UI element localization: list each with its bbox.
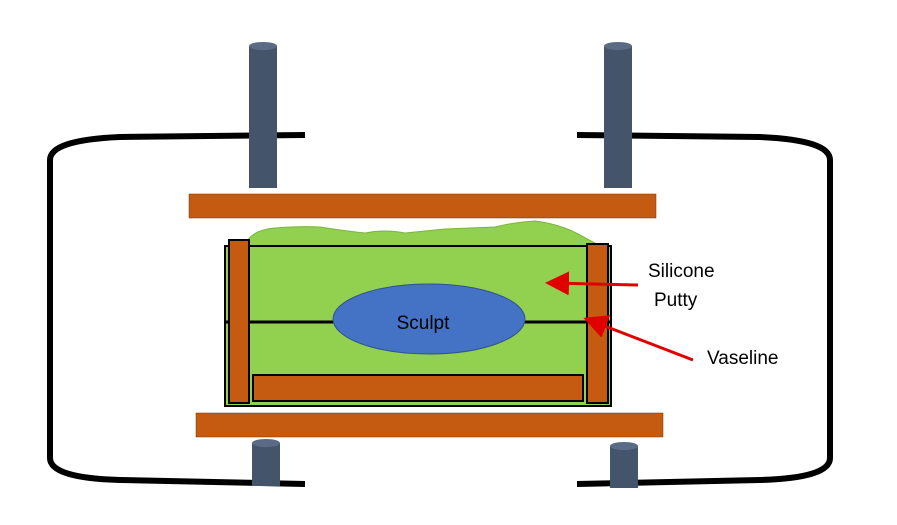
- rod-top-left: [249, 42, 277, 188]
- clamp-frame-right: [576, 132, 833, 487]
- sculpt-label: Sculpt: [397, 313, 451, 334]
- silicone-label-line1: Silicone: [648, 261, 715, 282]
- mold-wall-left: [228, 239, 250, 404]
- bottom-board: [195, 412, 664, 438]
- rod-top-right: [604, 42, 632, 188]
- top-board: [188, 193, 657, 219]
- silicone-overflow: [244, 220, 601, 247]
- vaseline-label: Vaseline: [707, 348, 778, 369]
- clamp-rods: [249, 42, 638, 488]
- clamp-frame: [47, 132, 833, 487]
- silicone-arrow: [545, 271, 639, 296]
- vaseline-arrow: [583, 315, 694, 362]
- sculpt-shape: [332, 283, 526, 355]
- silicone-label-line2: Putty: [654, 290, 698, 311]
- rod-bottom-left: [252, 439, 280, 486]
- rod-bottom-right: [610, 442, 638, 488]
- mold-base-plank: [252, 374, 584, 402]
- clamp-frame-left: [47, 132, 306, 487]
